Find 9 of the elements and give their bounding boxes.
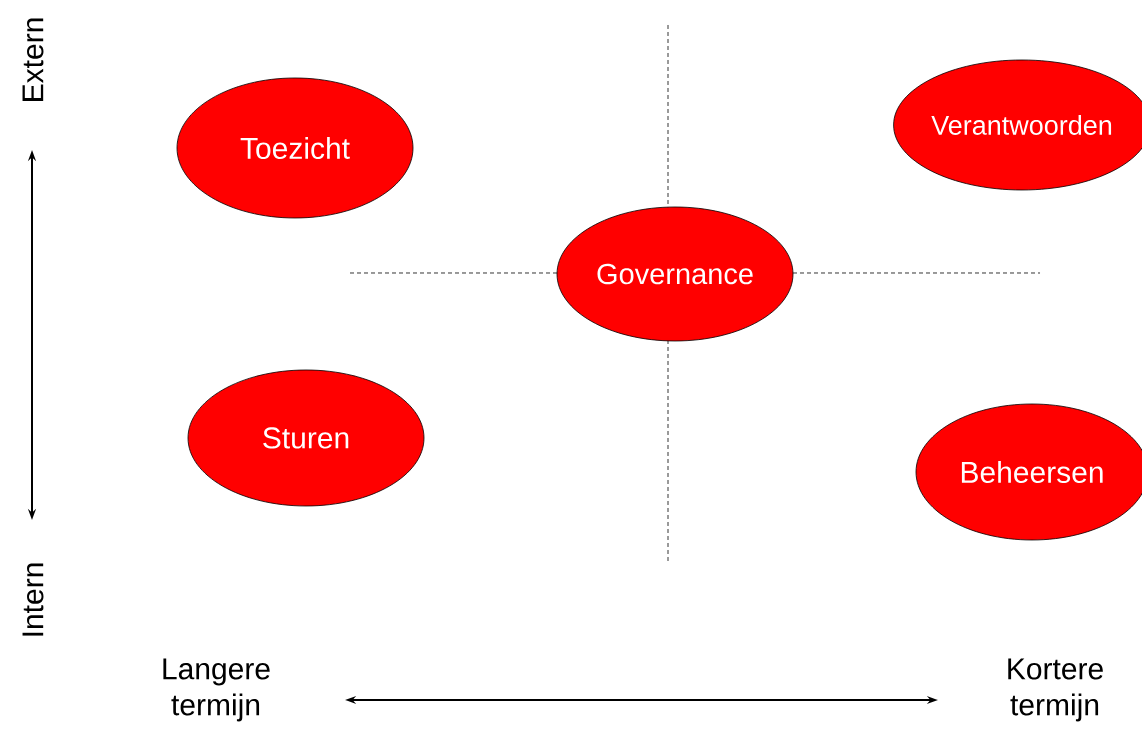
axis-label: Intern (22, 563, 44, 636)
ellipse-node: Governance (556, 206, 794, 342)
axis-label: Extern (22, 18, 44, 101)
ellipse-node: Beheersen (915, 403, 1142, 541)
ellipse-node: Verantwoorden (893, 59, 1142, 191)
axis-label: Kortere termijn (1008, 658, 1103, 722)
axis-label: Langere termijn (163, 658, 270, 722)
ellipse-node: Sturen (187, 369, 425, 507)
ellipse-node: Toezicht (176, 77, 414, 219)
